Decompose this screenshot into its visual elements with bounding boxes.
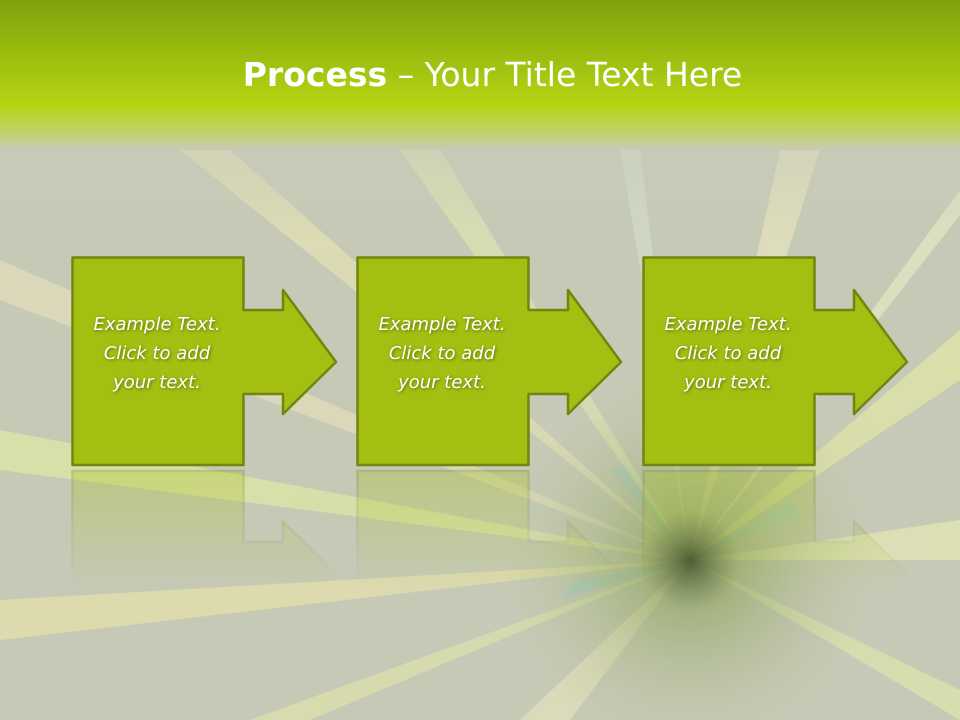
step-text-line-1: Example Text. — [378, 314, 506, 335]
step-text-line-3: your text. — [398, 372, 486, 393]
step-text-line-1: Example Text. — [93, 314, 221, 335]
arrow-box-shape — [356, 256, 623, 467]
box-reflection — [356, 468, 626, 588]
title-band — [0, 0, 960, 150]
step-text[interactable]: Example Text. Click to add your text. — [356, 310, 528, 397]
arrow-box-shape — [71, 256, 338, 467]
step-text[interactable]: Example Text. Click to add your text. — [642, 310, 814, 397]
step-text-line-2: Click to add — [674, 343, 782, 364]
slide-title[interactable]: Process – Your Title Text Here — [0, 52, 960, 98]
box-reflection — [71, 468, 341, 588]
step-text-line-1: Example Text. — [664, 314, 792, 335]
step-text-line-3: your text. — [113, 372, 201, 393]
arrow-box-shape — [642, 256, 909, 467]
step-text-line-2: Click to add — [103, 343, 211, 364]
step-text-line-2: Click to add — [388, 343, 496, 364]
title-bold-word: Process — [242, 55, 388, 94]
step-text[interactable]: Example Text. Click to add your text. — [71, 310, 243, 397]
box-reflection — [642, 468, 912, 588]
step-text-line-3: your text. — [684, 372, 772, 393]
title-rest: – Your Title Text Here — [387, 55, 743, 94]
